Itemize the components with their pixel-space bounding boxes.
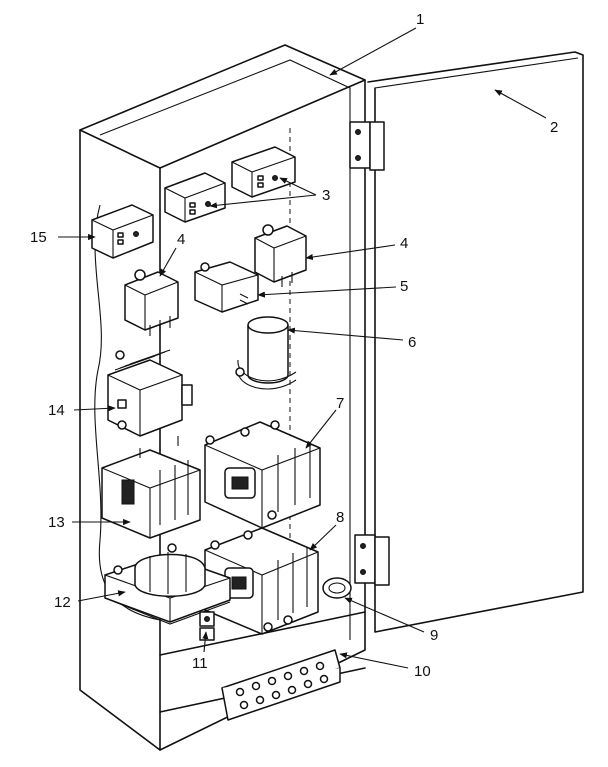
callout-5: 5 [400, 278, 408, 295]
control-transformer [107, 349, 193, 437]
relay-right [254, 224, 307, 287]
callout-4-right: 4 [400, 235, 408, 252]
leader-5 [257, 286, 397, 298]
contactor-lower [204, 527, 319, 635]
leader-7 [305, 409, 337, 449]
capacitor [235, 316, 297, 390]
leader-4b [305, 244, 396, 261]
callout-13: 13 [48, 514, 65, 531]
ground-terminal [199, 611, 215, 641]
lower-hinge [354, 534, 390, 586]
leader-4a [159, 247, 177, 277]
callout-3: 3 [322, 187, 330, 204]
relay-socket-upper [231, 146, 296, 198]
upper-hinge [349, 121, 385, 171]
leader-3b [209, 194, 317, 209]
callout-15: 15 [30, 229, 47, 246]
time-delay-relay [194, 261, 259, 313]
leader-10 [339, 652, 409, 669]
leader-lines [58, 27, 547, 669]
contactor-upper [204, 420, 321, 529]
leader-6 [287, 327, 404, 341]
bushing-grommet [322, 577, 352, 599]
callout-7: 7 [336, 395, 344, 412]
callout-10: 10 [414, 663, 431, 680]
callout-6: 6 [408, 334, 416, 351]
leader-12 [77, 590, 126, 602]
relay-left [124, 269, 179, 336]
power-transformer [104, 543, 231, 625]
leader-3a [279, 177, 317, 196]
callout-1: 1 [416, 11, 424, 28]
terminal-block [221, 649, 341, 721]
callout-labels: 1 2 3 4 4 5 6 7 8 9 10 11 12 13 14 15 [30, 11, 558, 680]
callout-4-left: 4 [177, 231, 185, 248]
callout-8: 8 [336, 509, 344, 526]
leader-8 [309, 524, 337, 551]
leader-2 [494, 89, 547, 119]
relay-socket-left [91, 204, 154, 259]
leader-14 [73, 405, 116, 412]
leader-9 [344, 597, 425, 633]
leader-1 [329, 27, 417, 76]
contactor-small [101, 436, 201, 539]
callout-9: 9 [430, 627, 438, 644]
callout-14: 14 [48, 402, 65, 419]
relay-socket-lower [164, 172, 226, 223]
leader-11 [202, 631, 209, 653]
callout-12: 12 [54, 594, 71, 611]
callout-2: 2 [550, 119, 558, 136]
enclosure-door [349, 51, 584, 633]
callout-11: 11 [192, 655, 208, 672]
